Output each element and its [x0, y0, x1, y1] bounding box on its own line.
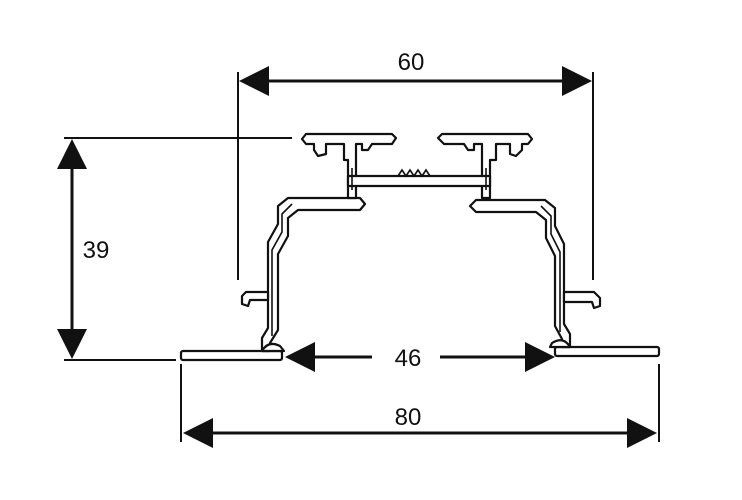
side-wall-right	[468, 198, 572, 349]
foot-right	[548, 339, 572, 349]
bottom-flange-left	[179, 349, 284, 362]
top-head-right	[436, 132, 534, 200]
inner-line-left	[271, 203, 293, 336]
dimension-label-inner-width: 46	[395, 345, 422, 372]
side-wall-left	[260, 196, 367, 353]
top-head-left	[300, 132, 398, 200]
aluminium-profile	[179, 132, 661, 362]
inner-line-right	[540, 205, 561, 332]
foot-left	[260, 342, 286, 353]
dimension-lines	[57, 66, 657, 448]
hook-right	[562, 290, 602, 310]
bottom-flange-right	[553, 345, 661, 358]
dimension-label-bottom-width: 80	[395, 404, 422, 431]
dimension-label-height: 39	[83, 237, 110, 264]
dimension-label-top-width: 60	[398, 49, 425, 76]
inner-bridge	[346, 174, 492, 188]
extension-lines	[64, 72, 660, 442]
bridge-serration	[397, 168, 431, 178]
hook-left	[240, 290, 270, 308]
